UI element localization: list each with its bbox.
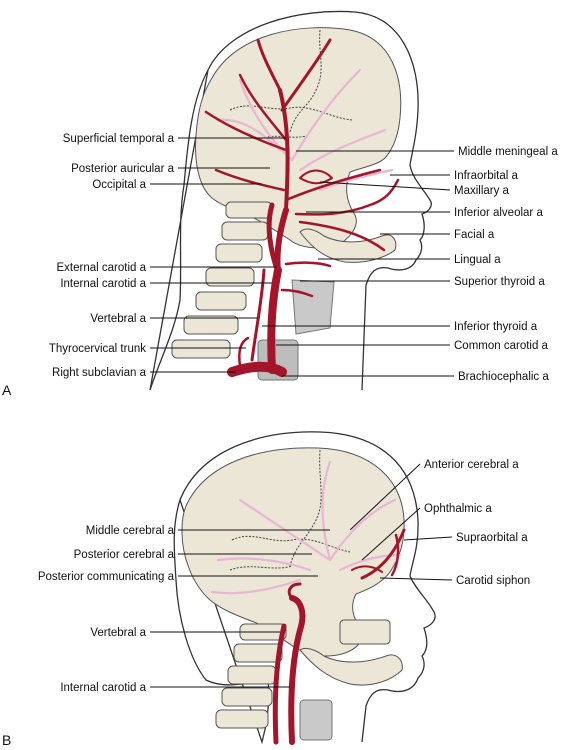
panel-b-left-labels: Middle cerebral a Posterior cerebral a P…	[38, 525, 330, 694]
panel-b-illustration	[173, 431, 436, 745]
label-anterior-cerebral-a: Anterior cerebral a	[424, 459, 519, 471]
panel-a-letter: A	[2, 382, 12, 398]
label-inferior-thyroid-a: Inferior thyroid a	[454, 321, 538, 333]
label-vertebral-a-panel-a: Vertebral a	[90, 313, 146, 325]
label-middle-cerebral-a: Middle cerebral a	[86, 525, 175, 537]
panel-a-arteries	[204, 38, 400, 377]
label-right-subclavian-a: Right subclavian a	[52, 367, 147, 379]
label-posterior-auricular-a: Posterior auricular a	[71, 163, 175, 175]
label-ophthalmic-a: Ophthalmic a	[424, 503, 492, 515]
panel-a-skull	[195, 27, 402, 249]
label-superior-thyroid-a: Superior thyroid a	[454, 276, 545, 288]
label-posterior-communicating-a: Posterior communicating a	[38, 571, 175, 583]
label-internal-carotid-a-panel-a: Internal carotid a	[60, 278, 146, 290]
label-carotid-siphon: Carotid siphon	[456, 575, 530, 587]
label-superficial-temporal-a: Superficial temporal a	[63, 133, 175, 145]
label-occipital-a: Occipital a	[92, 179, 146, 191]
label-middle-meningeal-a: Middle meningeal a	[458, 146, 558, 158]
panel-a-left-labels: Superficial temporal a Posterior auricul…	[49, 133, 286, 379]
panel-a-illustration	[149, 10, 432, 391]
panel-a-right-labels: Middle meningeal a Infraorbital a Maxill…	[262, 146, 558, 383]
panel-b-letter: B	[2, 732, 11, 748]
panel-b-arteries	[272, 528, 406, 745]
panel-b-right-labels: Anterior cerebral a Ophthalmic a Supraor…	[349, 459, 530, 587]
label-facial-a: Facial a	[454, 229, 495, 241]
label-posterior-cerebral-a: Posterior cerebral a	[74, 549, 175, 561]
label-supraorbital-a: Supraorbital a	[456, 532, 528, 544]
label-maxillary-a: Maxillary a	[454, 185, 510, 197]
panel-a-mandible	[299, 228, 397, 263]
panel-a-head-outline	[149, 10, 432, 391]
label-brachiocephalic-a: Brachiocephalic a	[458, 371, 549, 383]
panel-b-mandible	[299, 647, 403, 686]
panel-a-cervical-spine	[171, 201, 273, 359]
label-thyrocervical-trunk: Thyrocervical trunk	[49, 343, 146, 355]
label-external-carotid-a: External carotid a	[57, 262, 147, 274]
label-lingual-a: Lingual a	[454, 254, 501, 266]
label-infraorbital-a: Infraorbital a	[454, 170, 519, 182]
label-inferior-alveolar-a: Inferior alveolar a	[454, 207, 543, 219]
label-common-carotid-a: Common carotid a	[454, 340, 549, 352]
label-internal-carotid-a-panel-b: Internal carotid a	[60, 682, 146, 694]
label-vertebral-a-panel-b: Vertebral a	[90, 627, 146, 639]
